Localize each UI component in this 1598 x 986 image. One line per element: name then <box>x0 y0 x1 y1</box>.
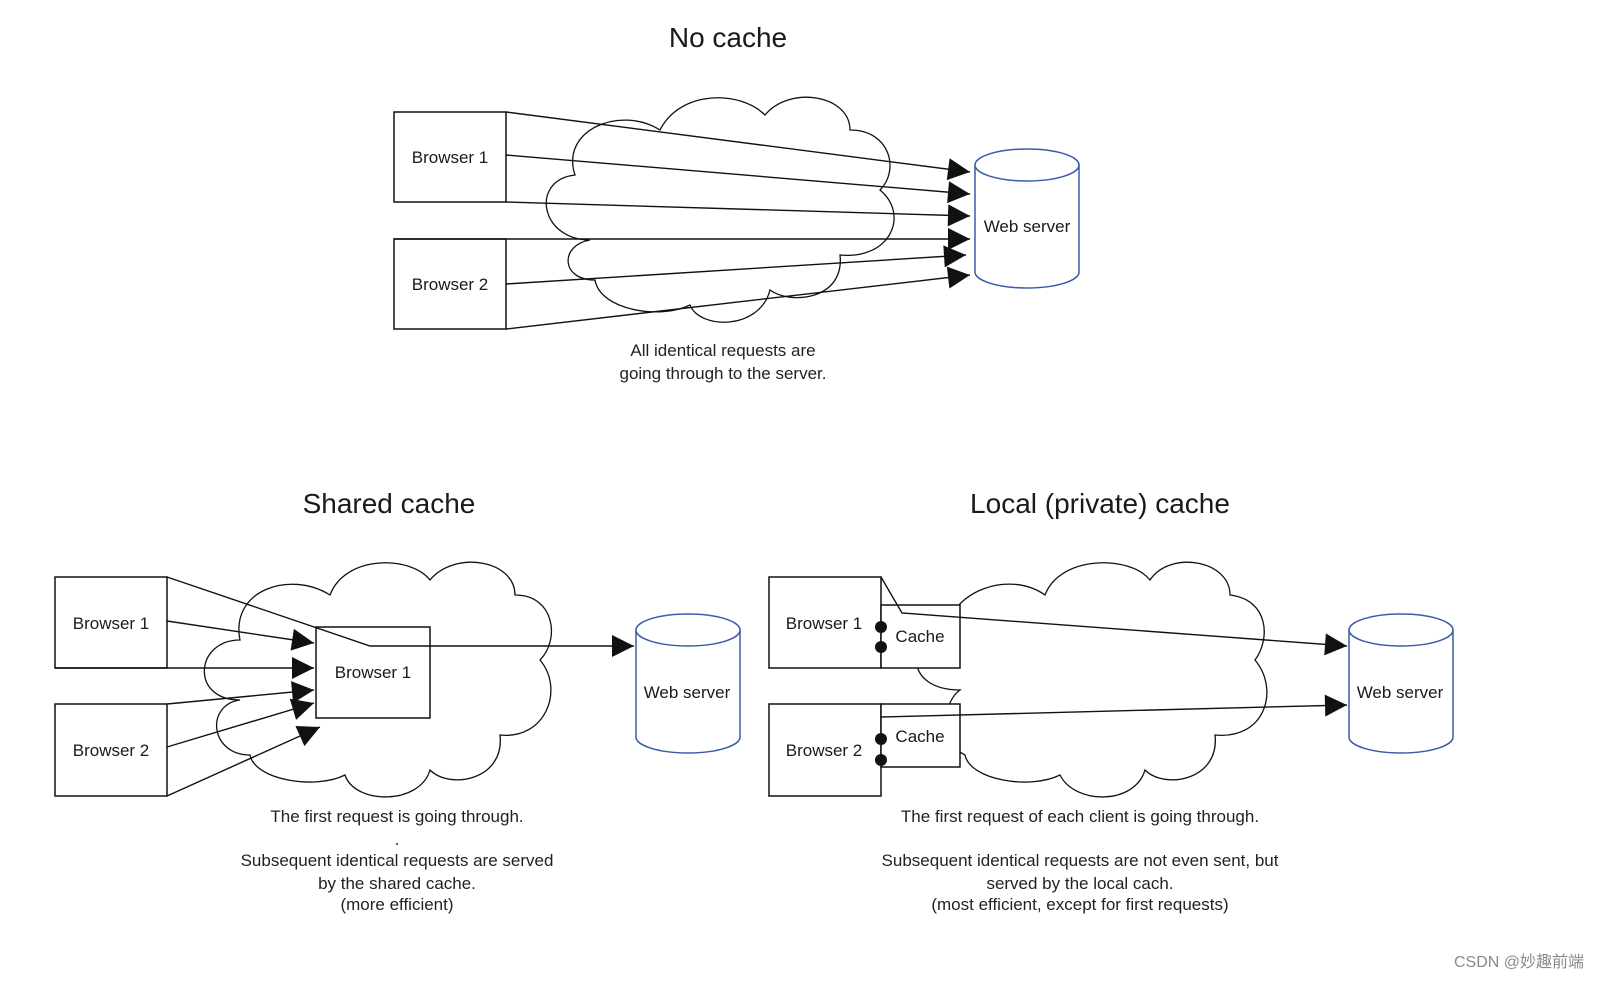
request-arrow <box>880 694 1348 718</box>
caption-line: All identical requests are <box>630 341 815 360</box>
internet-cloud <box>545 96 895 323</box>
web-server-cylinder <box>1348 613 1454 754</box>
caption-line: Subsequent identical requests are served <box>241 851 554 870</box>
caption-line: (more efficient) <box>340 895 453 914</box>
web-server-label: Web server <box>984 217 1071 236</box>
local-cache-1-box <box>880 604 961 669</box>
no-cache-diagram: No cache Browser 1 Browser 2 Web server … <box>393 22 1080 383</box>
browser-2-box <box>393 238 507 330</box>
browser-2-box <box>54 703 168 797</box>
shared-cache-title: Shared cache <box>303 488 476 519</box>
browser-1-label: Browser 1 <box>786 614 863 633</box>
browser-1-box <box>54 576 168 669</box>
request-arrow <box>505 154 971 204</box>
request-arrows <box>394 111 971 330</box>
request-arrow <box>166 681 315 705</box>
request-arrow <box>505 111 971 181</box>
caption-line: The first request of each client is goin… <box>901 807 1259 826</box>
shared-cache-diagram: Shared cache Browser 1 Browser 2 Browser… <box>54 488 741 914</box>
browser-1-label: Browser 1 <box>73 614 150 633</box>
forwarded-request-arrow <box>166 576 634 657</box>
shared-cache-proxy-box <box>315 626 431 719</box>
shared-cache-proxy-label: Browser 1 <box>335 663 412 682</box>
request-arrow <box>166 698 315 748</box>
caption-line: going through to the server. <box>620 364 827 383</box>
browser-1-box <box>393 111 507 203</box>
local-cache-title: Local (private) cache <box>970 488 1230 519</box>
web-server-cylinder <box>974 148 1080 289</box>
caption-line: by the shared cache. <box>318 874 476 893</box>
no-cache-title: No cache <box>669 22 787 53</box>
browser-2-box <box>768 703 882 797</box>
browser-1-label: Browser 1 <box>412 148 489 167</box>
browser-2-label: Browser 2 <box>73 741 150 760</box>
caption-line: Subsequent identical requests are not ev… <box>882 851 1279 870</box>
connector-dot <box>875 754 887 766</box>
internet-cloud <box>916 561 1268 798</box>
caption-line: . <box>395 830 400 849</box>
request-arrow <box>880 576 1348 656</box>
request-arrows <box>880 576 1348 718</box>
request-arrow <box>505 245 967 285</box>
web-server-label: Web server <box>644 683 731 702</box>
local-cache-diagram: Local (private) cache Browser 1 Cache Br… <box>768 488 1454 914</box>
caption-line: (most efficient, except for first reques… <box>931 895 1228 914</box>
connector-dot <box>875 733 887 745</box>
connector-dot <box>875 641 887 653</box>
local-cache-2-box <box>880 703 961 768</box>
browser-2-label: Browser 2 <box>786 741 863 760</box>
internet-cloud <box>203 561 553 798</box>
request-arrow <box>505 201 971 227</box>
browser-2-label: Browser 2 <box>412 275 489 294</box>
web-server-cylinder <box>635 613 741 754</box>
caption-line: served by the local cach. <box>986 874 1173 893</box>
request-arrow <box>505 266 971 330</box>
caption-line: The first request is going through. <box>270 807 523 826</box>
local-cache-1-label: Cache <box>895 627 944 646</box>
request-arrow <box>166 620 315 651</box>
request-arrows <box>55 576 634 797</box>
local-cache-2-label: Cache <box>895 727 944 746</box>
watermark: CSDN @妙趣前端 <box>1453 954 1584 971</box>
connector-dot <box>875 621 887 633</box>
request-arrow <box>166 726 321 797</box>
web-server-label: Web server <box>1357 683 1444 702</box>
